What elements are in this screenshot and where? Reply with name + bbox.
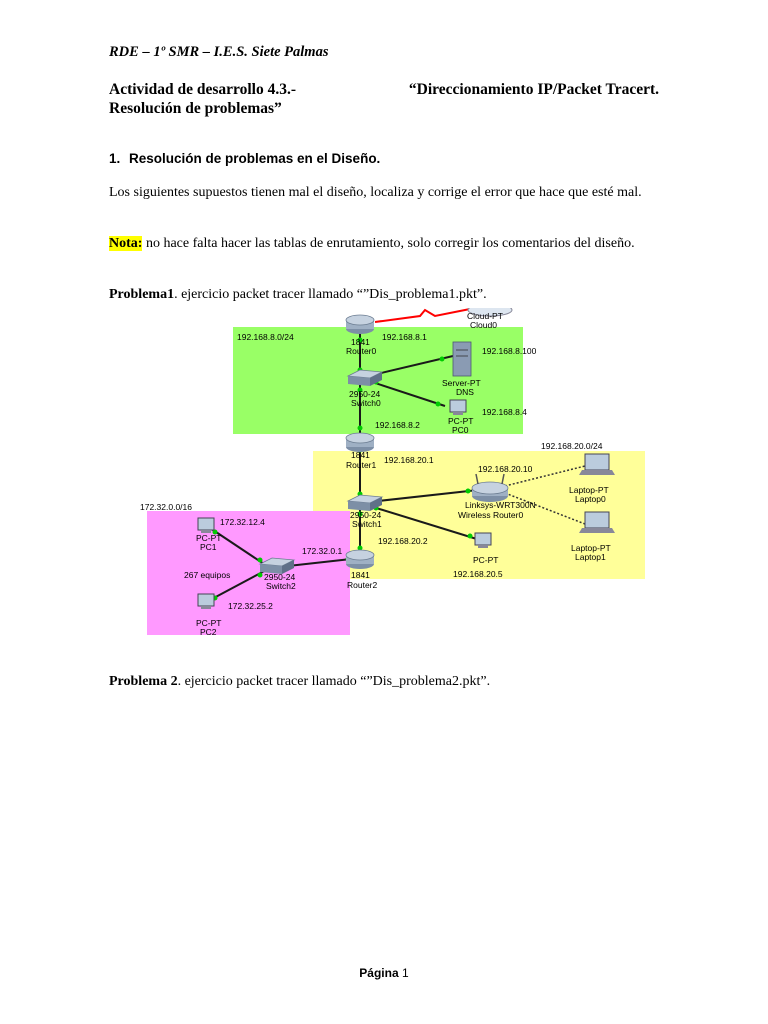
label-router0-name: Router0 bbox=[346, 346, 377, 356]
label-router2-ip: 172.32.0.1 bbox=[302, 546, 342, 556]
label-pc0-ip: 192.168.8.4 bbox=[482, 407, 527, 417]
problema1-text: . ejercicio packet tracer llamado “”Dis_… bbox=[174, 287, 487, 302]
label-router0-ip: 192.168.8.1 bbox=[382, 332, 427, 342]
pc0-icon bbox=[449, 399, 467, 415]
label-switch2-type: 2950-24 bbox=[264, 572, 295, 582]
label-net172: 172.32.0.0/16 bbox=[140, 502, 192, 512]
label-laptop1-name: Laptop1 bbox=[575, 552, 606, 562]
cloud-icon bbox=[467, 308, 513, 317]
nota-paragraph: Nota: no hace falta hacer las tablas de … bbox=[109, 234, 659, 253]
server-icon bbox=[452, 341, 472, 377]
label-laptop1-type: Laptop-PT bbox=[571, 543, 611, 553]
label-pc1-ip: 172.32.12.4 bbox=[220, 517, 265, 527]
pc-mid-icon bbox=[474, 532, 492, 548]
label-laptop0-type: Laptop-PT bbox=[569, 485, 609, 495]
label-wrt-name: Wireless Router0 bbox=[458, 510, 523, 520]
pc2-icon bbox=[197, 593, 215, 609]
router0-icon bbox=[345, 314, 375, 334]
label-switch1-name: Switch1 bbox=[352, 519, 382, 529]
label-net20: 192.168.20.0/24 bbox=[541, 441, 603, 451]
footer-label: Página bbox=[359, 966, 399, 980]
label-server-type: Server-PT bbox=[442, 378, 481, 388]
label-cloud-type: Cloud-PT bbox=[467, 311, 503, 321]
label-router2-ip-up: 192.168.20.2 bbox=[378, 536, 428, 546]
router1-icon bbox=[345, 432, 375, 452]
label-pc2-name: PC2 bbox=[200, 627, 217, 637]
section-text: Resolución de problemas en el Diseño. bbox=[129, 151, 381, 166]
label-router1-type: 1841 bbox=[351, 450, 370, 460]
nota-label: Nota: bbox=[109, 236, 143, 251]
document-header: RDE – 1º SMR – I.E.S. Siete Palmas bbox=[109, 44, 329, 60]
label-pc1-name: PC1 bbox=[200, 542, 217, 552]
label-router1-name: Router1 bbox=[346, 460, 377, 470]
label-equipos: 267 equipos bbox=[184, 570, 230, 580]
laptop1-icon bbox=[579, 511, 615, 533]
pc1-icon bbox=[197, 517, 215, 533]
serial-link bbox=[374, 308, 471, 323]
wireless-router-icon bbox=[471, 473, 509, 502]
label-switch0-name: Switch0 bbox=[351, 398, 381, 408]
router2-icon bbox=[345, 549, 375, 569]
label-switch0-type: 2950-24 bbox=[349, 389, 380, 399]
label-wrt-ip: 192.168.20.10 bbox=[478, 464, 533, 474]
problema2-label: Problema 2 bbox=[109, 674, 178, 689]
label-router1-ip-low: 192.168.8.2 bbox=[375, 420, 420, 430]
label-server-name: DNS bbox=[456, 387, 474, 397]
label-pc2-type: PC-PT bbox=[196, 618, 222, 628]
title-line1-left: Actividad de desarrollo 4.3.- bbox=[109, 81, 296, 98]
label-server-ip: 192.168.8.100 bbox=[482, 346, 537, 356]
wireless-links bbox=[504, 465, 586, 525]
nota-text: no hace falta hacer las tablas de enruta… bbox=[142, 236, 635, 251]
label-pc-mid-ip: 192.168.20.5 bbox=[453, 569, 503, 579]
title-line2: Resolución de problemas” bbox=[109, 100, 282, 117]
section-heading: 1. Resolución de problemas en el Diseño. bbox=[109, 151, 380, 166]
label-switch2-name: Switch2 bbox=[266, 581, 296, 591]
network-diagram: 192.168.8.0/24 1841 Router0 192.168.8.1 … bbox=[140, 308, 645, 637]
title-line1-right: “Direccionamiento IP/Packet Tracert. bbox=[408, 81, 659, 98]
pink-zone bbox=[147, 511, 350, 635]
switch0-icon bbox=[346, 369, 384, 386]
label-laptop0-name: Laptop0 bbox=[575, 494, 606, 504]
section-number: 1. bbox=[109, 151, 121, 166]
label-pc0-type: PC-PT bbox=[448, 416, 474, 426]
problema2-text: . ejercicio packet tracer llamado “”Dis_… bbox=[177, 674, 491, 689]
switch2-icon bbox=[258, 557, 296, 574]
label-pc2-ip: 172.32.25.2 bbox=[228, 601, 273, 611]
switch1-icon bbox=[346, 494, 384, 511]
label-net0: 192.168.8.0/24 bbox=[237, 332, 294, 342]
label-pc-mid-type: PC-PT bbox=[473, 555, 499, 565]
page-number: 1 bbox=[402, 966, 409, 980]
label-router2-type: 1841 bbox=[351, 570, 370, 580]
problema1-label: Problema1 bbox=[109, 287, 175, 302]
label-pc0-name: PC0 bbox=[452, 425, 469, 435]
label-switch1-type: 2950-24 bbox=[350, 510, 381, 520]
label-cloud-name: Cloud0 bbox=[470, 320, 497, 330]
label-router1-ip: 192.168.20.1 bbox=[384, 455, 434, 465]
problema1-paragraph: Problema1. ejercicio packet tracer llama… bbox=[109, 285, 659, 304]
intro-paragraph: Los siguientes supuestos tienen mal el d… bbox=[109, 185, 642, 200]
problema2-paragraph: Problema 2. ejercicio packet tracer llam… bbox=[109, 672, 659, 691]
page-footer: Página 1 bbox=[0, 966, 768, 980]
label-wrt-type: Linksys-WRT300N bbox=[465, 500, 536, 510]
document-title: Actividad de desarrollo 4.3.- “Direccion… bbox=[109, 80, 659, 118]
label-router0-type: 1841 bbox=[351, 337, 370, 347]
laptop0-icon bbox=[579, 453, 615, 475]
label-pc1-type: PC-PT bbox=[196, 533, 222, 543]
label-router2-name: Router2 bbox=[347, 580, 378, 590]
